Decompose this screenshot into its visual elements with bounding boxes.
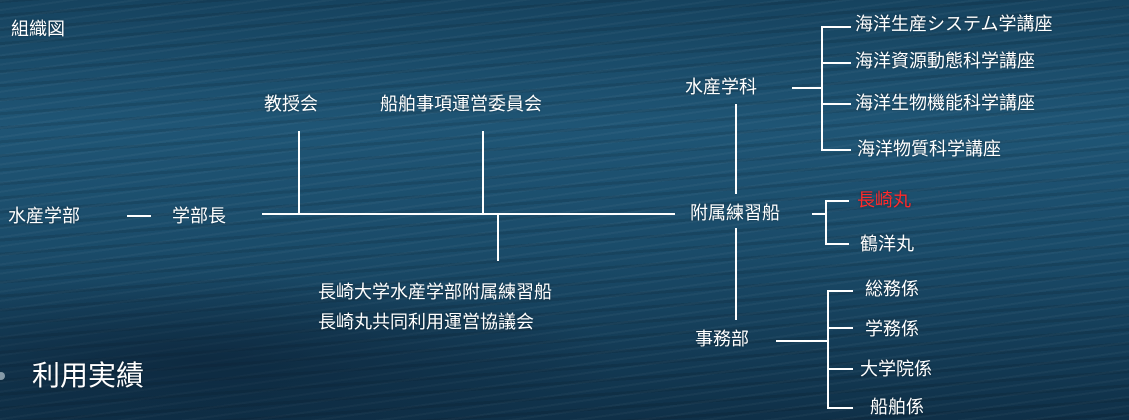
node-ship-nagasaki-maru: 長崎丸 [857, 190, 911, 211]
node-faculty: 水産学部 [8, 206, 80, 227]
joint-council-line2: 長崎丸共同利用運営協議会 [318, 312, 534, 333]
node-chair-2: 海洋資源動態科学講座 [855, 51, 1035, 72]
connector-faculty-council [298, 131, 300, 214]
joint-council-line1: 長崎大学水産学部附属練習船 [318, 282, 552, 303]
node-chair-4: 海洋物質科学講座 [857, 139, 1001, 160]
connector-admin-units [776, 340, 828, 342]
node-vessel-committee: 船舶事項運営委員会 [380, 94, 542, 115]
node-admin-graduate: 大学院係 [860, 359, 932, 380]
branch-chair-3 [821, 103, 851, 105]
chart-title: 組織図 [11, 19, 65, 40]
branch-admin-3 [827, 368, 853, 370]
connector-ships-bracket [812, 213, 826, 215]
node-chair-1: 海洋生産システム学講座 [855, 14, 1053, 35]
bracket-admin [827, 290, 829, 408]
connector-faculty-dean [127, 215, 151, 217]
node-chair-3: 海洋生物機能科学講座 [855, 93, 1035, 114]
node-training-ships: 附属練習船 [690, 203, 780, 224]
branch-admin-2 [827, 327, 853, 329]
branch-ship-2 [825, 243, 849, 245]
bracket-ships [825, 200, 827, 244]
bracket-chairs [821, 26, 823, 150]
node-faculty-council: 教授会 [264, 94, 318, 115]
node-admin-ship: 船舶係 [870, 397, 924, 418]
node-admin-academic: 学務係 [865, 319, 919, 340]
connector-dept-ships [735, 104, 737, 194]
connector-ships-admin [735, 228, 737, 320]
connector-vessel-committee [482, 131, 484, 214]
node-ship-kakuyo-maru: 鶴洋丸 [860, 234, 914, 255]
node-admin-general: 総務係 [865, 279, 919, 300]
node-admin-office: 事務部 [695, 329, 749, 350]
branch-admin-1 [827, 290, 853, 292]
branch-chair-1 [821, 26, 851, 28]
connector-dept-chairs [792, 87, 822, 89]
node-joint-council: 長崎大学水産学部附属練習船 長崎丸共同利用運営協議会 [318, 278, 552, 338]
bullet-icon [0, 372, 5, 380]
branch-chair-2 [821, 62, 851, 64]
branch-chair-4 [821, 149, 851, 151]
connector-joint-council [497, 213, 499, 261]
branch-ship-1 [825, 200, 849, 202]
node-dept: 水産学科 [685, 77, 757, 98]
connector-main-line [262, 213, 675, 215]
node-dean: 学部長 [172, 206, 226, 227]
branch-admin-4 [827, 407, 853, 409]
section-heading[interactable]: 利用実績 [32, 359, 145, 392]
